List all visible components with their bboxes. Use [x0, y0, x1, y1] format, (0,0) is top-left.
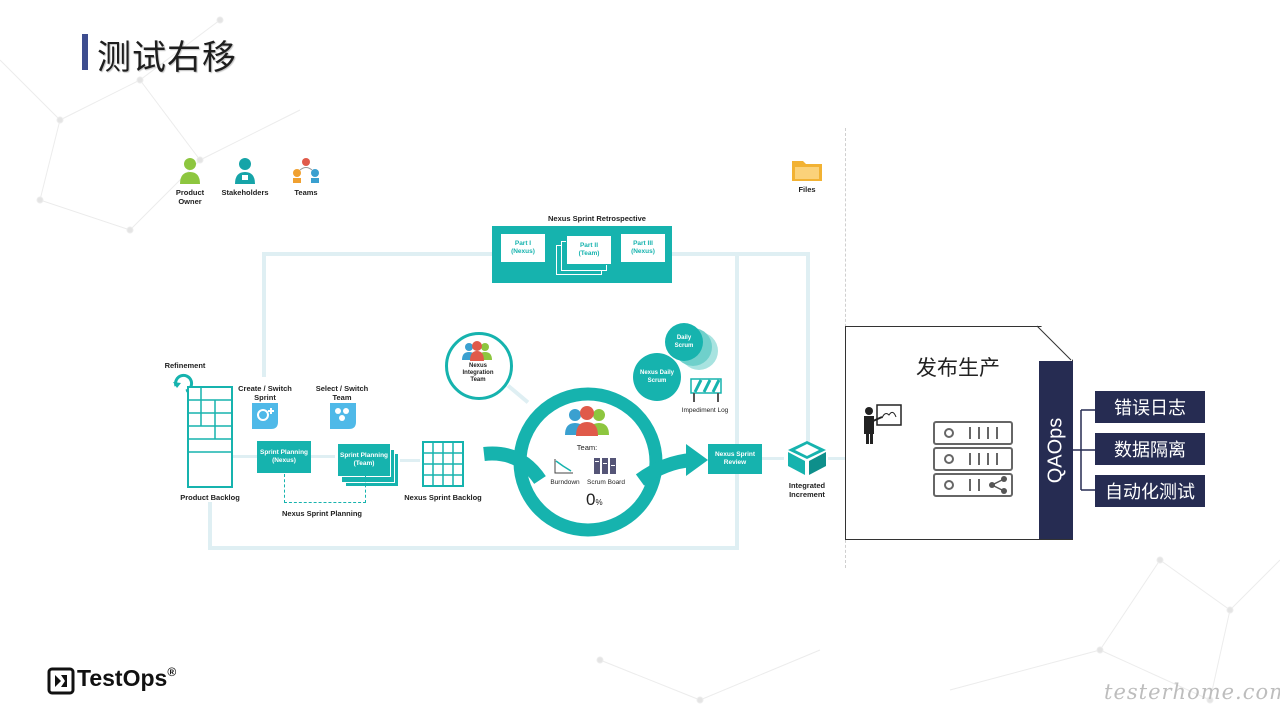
panel-corner-fold	[1037, 325, 1072, 361]
flow-line-left-down	[262, 252, 266, 377]
daily-scrum-circle: Daily Scrum	[665, 323, 703, 361]
server-share-icon	[933, 421, 1013, 497]
flow-review-to-increment	[762, 457, 784, 460]
nexus-daily-scrum-label: Nexus Daily Scrum	[639, 370, 675, 384]
qaops-bracket	[1073, 409, 1095, 491]
testops-logo-icon	[47, 667, 75, 695]
logo-name: TestOps	[77, 665, 168, 691]
qaops-label-wrap: QAOps	[1039, 361, 1073, 539]
nexus-sprint-review-box: Nexus Sprint Review	[708, 444, 762, 474]
select-switch-team-label: Select / Switch Team	[315, 384, 369, 402]
sprint-planning-team-label: Sprint Planning (Team)	[339, 452, 389, 467]
create-switch-sprint-label: Create / Switch Sprint	[238, 384, 292, 402]
product-owner-label: Product Owner	[175, 188, 205, 206]
teams-icon	[293, 158, 319, 183]
progress-unit: %	[595, 498, 603, 507]
create-sprint-icon	[252, 403, 278, 429]
retro-part-2-label: Part II (Team)	[578, 242, 600, 257]
page-title: 测试右移	[97, 38, 237, 78]
nexus-daily-scrum-circle: Nexus Daily Scrum	[633, 353, 681, 401]
teams-label: Teams	[294, 188, 318, 197]
qaops-label: QAOps	[1044, 417, 1067, 483]
daily-scrum-label: Daily Scrum	[674, 335, 694, 349]
logo-registered: ®	[167, 665, 177, 679]
tag-automated-testing: 自动化测试	[1095, 475, 1205, 507]
flow-line-bottom	[208, 546, 739, 550]
nexus-sprint-planning-label: Nexus Sprint Planning	[281, 509, 362, 518]
retrospective-title: Nexus Sprint Retrospective	[548, 214, 646, 223]
select-team-icon	[330, 403, 356, 429]
integrated-increment-icon	[788, 441, 826, 475]
progress-value: 0	[586, 490, 596, 509]
presenter-icon	[864, 404, 902, 444]
retro-part-2: Part II (Team)	[566, 235, 612, 265]
integrated-increment-label: Integrated Increment	[788, 481, 826, 499]
sprint-planning-nexus-box: Sprint Planning (Nexus)	[257, 441, 311, 473]
nexus-sprint-backlog-label: Nexus Sprint Backlog	[404, 493, 482, 502]
tag-error-log: 错误日志	[1095, 391, 1205, 423]
sprint-planning-nexus-label: Sprint Planning (Nexus)	[259, 449, 309, 464]
sprint-cycle-ring	[483, 387, 708, 537]
retro-part-1: Part I (Nexus)	[500, 233, 546, 263]
flow-team-to-backlog	[400, 459, 420, 462]
product-owner-icon	[180, 158, 200, 184]
retro-part-3: Part III (Nexus)	[620, 233, 666, 263]
nexus-integration-team-label: Nexus Integration Team	[462, 363, 494, 383]
stakeholders-icon	[235, 158, 255, 184]
team-label: Team:	[576, 443, 598, 452]
nexus-sprint-backlog-icon	[422, 441, 464, 487]
stakeholders-label: Stakeholders	[221, 188, 269, 197]
release-title: 发布生产	[916, 356, 1000, 380]
flow-line-top	[262, 252, 492, 256]
flow-planning-to-team	[311, 455, 335, 458]
sprint-planning-team-box: Sprint Planning (Team)	[337, 443, 391, 477]
files-label: Files	[798, 185, 816, 194]
product-backlog-label: Product Backlog	[180, 493, 240, 502]
tag-data-isolation: 数据隔离	[1095, 433, 1205, 465]
flow-line-top-right	[672, 252, 810, 256]
impediment-log-icon	[690, 378, 722, 402]
retro-part-1-label: Part I (Nexus)	[511, 240, 535, 255]
scrum-board-label: Scrum Board	[587, 479, 625, 486]
files-folder-icon	[792, 161, 822, 181]
integration-team-icon	[462, 341, 492, 361]
product-backlog-icon	[187, 386, 233, 488]
title-accent-bar	[82, 34, 88, 70]
nexus-planning-bracket	[284, 474, 366, 503]
progress-readout: 0%	[586, 490, 603, 510]
watermark: testerhome.com	[1104, 680, 1280, 704]
retro-part-3-label: Part III (Nexus)	[631, 240, 655, 255]
nexus-sprint-review-label: Nexus Sprint Review	[714, 451, 756, 466]
refinement-label: Refinement	[164, 361, 206, 370]
scrum-board-icon	[594, 458, 616, 474]
burndown-label: Burndown	[550, 479, 580, 486]
flow-line-mid-up	[735, 252, 739, 550]
qaops-bar	[1039, 361, 1073, 539]
impediment-log-label: Impediment Log	[681, 407, 729, 414]
testops-logo-text: TestOps®	[77, 665, 176, 692]
flow-line-right-up	[806, 252, 810, 442]
burndown-icon	[554, 459, 573, 474]
flow-backlog-to-planning	[233, 455, 257, 458]
team-icon	[565, 406, 609, 436]
flow-line-bottom-left	[208, 502, 212, 550]
